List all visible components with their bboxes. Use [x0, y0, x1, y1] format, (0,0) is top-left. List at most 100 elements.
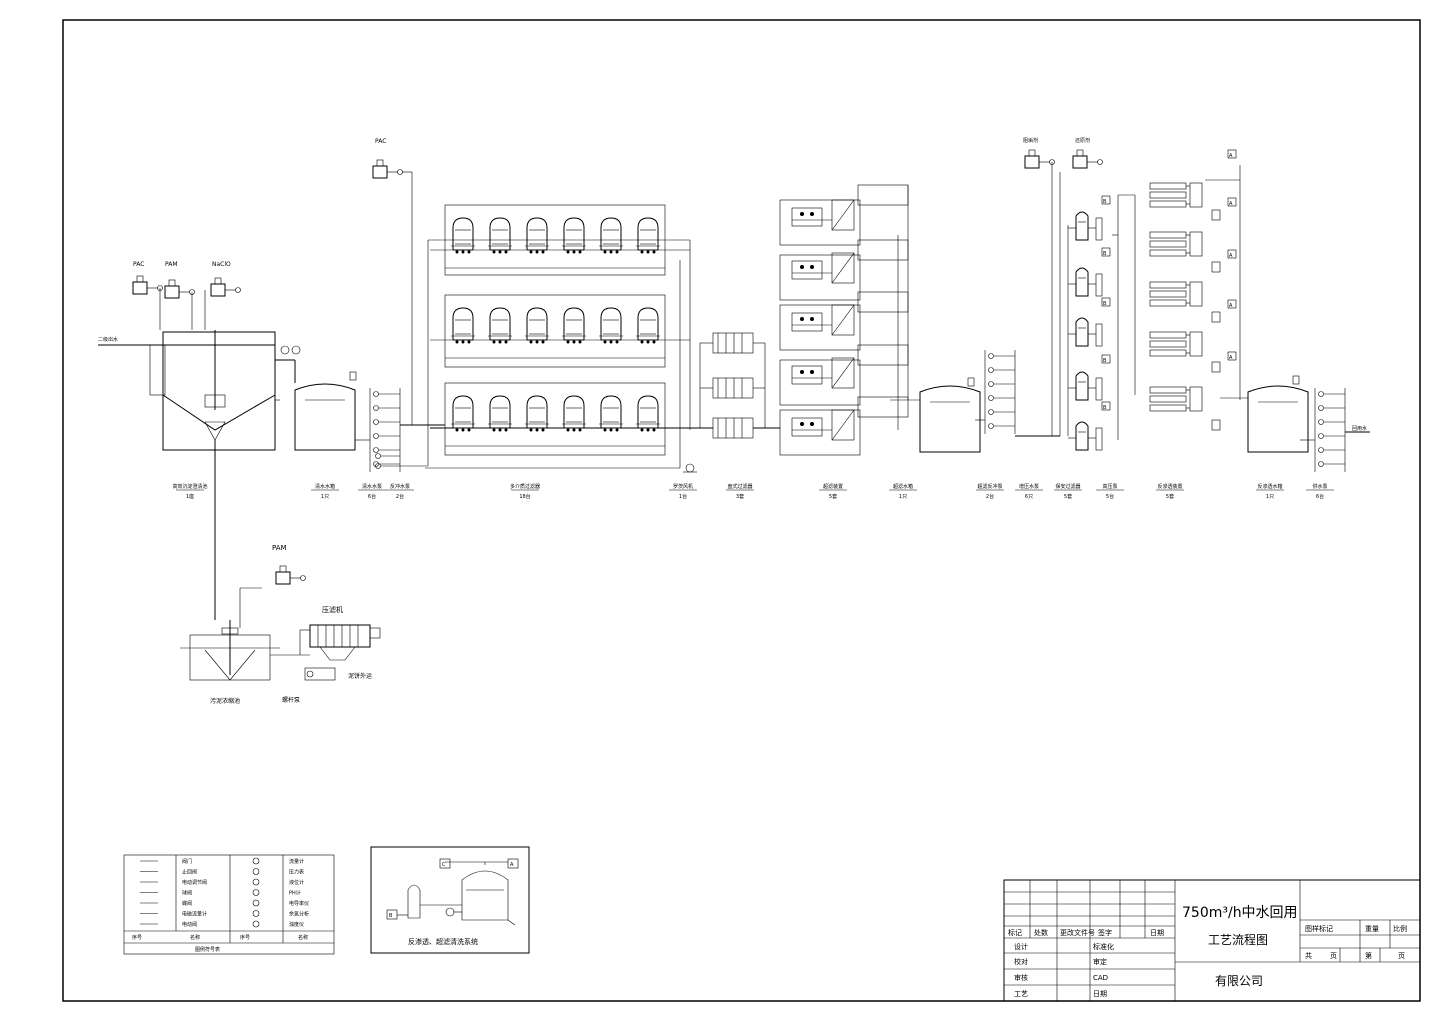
equipment-qty: 1座 [186, 493, 194, 500]
legend-symbol [252, 920, 260, 928]
roots-blower [683, 463, 697, 473]
equipment-qty: 1只 [321, 494, 329, 500]
antiscalant-label: 阻垢剂 [1023, 137, 1038, 144]
equipment-name: 保安过滤器 [1055, 483, 1080, 490]
tb-review: 审核 [1014, 973, 1028, 982]
marker-b-3: B [1103, 301, 1107, 307]
equipment-qty: 5套 [1064, 493, 1072, 500]
legend-caption: 图例符号表 [195, 946, 220, 953]
marker-a-1: A [1229, 153, 1233, 159]
marker-a-4: A [1229, 303, 1233, 309]
screw-pump [304, 667, 336, 681]
ultrafiltration-units [779, 184, 920, 456]
pac-top-label: PAC [375, 138, 386, 145]
legend-item-name: 压力表 [289, 869, 304, 876]
antiscalant-doser [1024, 149, 1055, 436]
equipment-name: 清水水泵 [362, 483, 382, 490]
reducer-label: 还原剂 [1075, 137, 1090, 144]
equipment-name: 增压水泵 [1019, 483, 1039, 490]
legend-table [123, 854, 335, 955]
high-efficiency-clarifier [140, 330, 301, 620]
equipment-qty: 1只 [1266, 494, 1274, 500]
cip-caption: 反渗透、超滤清洗系统 [408, 937, 478, 946]
legend-item-name: 电动调节阀 [182, 879, 207, 886]
legend-item-name: 球阀 [182, 890, 192, 897]
uf-backwash-pumps [975, 349, 1060, 437]
supply-pumps [1300, 387, 1370, 473]
cip-marker-b: B [389, 913, 393, 919]
tb-scale: 比例 [1393, 924, 1407, 933]
rev-head-3: 更改文件号 [1060, 928, 1095, 937]
marker-b-4: B [1103, 358, 1107, 364]
legend-item-name: 电导率仪 [289, 900, 309, 907]
legend-symbol [252, 857, 260, 865]
naclo-label: NaClO [212, 261, 231, 268]
legend-item-name: 液位计 [289, 879, 304, 886]
pam-sludge-label: PAM [272, 544, 287, 552]
equipment-qty: 1只 [899, 494, 907, 500]
equipment-name: 反冲水泵 [390, 483, 410, 490]
legend-item-name: 浊度仪 [289, 921, 304, 928]
tb-date: 日期 [1093, 990, 1107, 998]
equipment-qty: 2台 [986, 493, 994, 500]
equipment-name: 清水水箱 [315, 483, 335, 490]
tb-check: 校对 [1014, 957, 1028, 966]
tb-sheets-unit: 页 [1330, 952, 1337, 960]
reverse-osmosis-units [1118, 149, 1248, 431]
pac-doser-top [372, 159, 413, 425]
marker-b-5: B [1103, 405, 1107, 411]
high-pressure-pumps [1101, 195, 1119, 440]
cip-system [370, 846, 530, 954]
naclo-doser [204, 277, 241, 330]
disc-filters [690, 332, 780, 439]
marker-b-1: B [1103, 199, 1107, 205]
rev-head-1: 标记 [1008, 928, 1022, 937]
uf-water-tank [919, 377, 981, 453]
pac-doser [132, 275, 163, 330]
marker-a-3: A [1229, 253, 1233, 259]
equipment-qty: 5台 [1106, 493, 1114, 500]
equipment-qty: 1台 [679, 493, 687, 500]
legend-item-name: 余氯分析 [289, 911, 309, 918]
equipment-name: 盘式过滤器 [727, 483, 752, 490]
tb-standard: 标准化 [1093, 942, 1114, 951]
sludge-thickener [180, 620, 280, 681]
pam-doser [164, 279, 195, 330]
equipment-name: 高效沉淀澄清池 [172, 483, 207, 490]
legend-item-name: 蝶阀 [182, 900, 192, 907]
tb-weight: 重量 [1365, 925, 1379, 933]
equipment-name: 罗茨风机 [673, 483, 693, 490]
tb-approve: 审定 [1093, 957, 1107, 966]
tb-sheet-unit2: 页 [1398, 952, 1405, 960]
equipment-qty: 6只 [1025, 494, 1033, 500]
title-block [1003, 879, 1421, 1002]
cip-marker-a: A [510, 862, 514, 868]
legend-symbol [252, 889, 260, 896]
equipment-qty: 5套 [1166, 493, 1174, 500]
sludge-thickener-label: 污泥浓缩池 [210, 697, 240, 705]
tb-designer: 设计 [1014, 942, 1028, 951]
legend-symbol [252, 910, 260, 917]
legend-head-no-2: 序号 [240, 934, 250, 941]
outer-frame [62, 19, 1421, 1002]
equipment-qty: 6台 [368, 493, 376, 500]
filter-press [270, 624, 381, 661]
legend-head-no: 序号 [132, 934, 142, 941]
marker-a-5: A [1229, 355, 1233, 361]
equipment-qty: 5套 [829, 493, 837, 500]
company-name: 有限公司 [1215, 974, 1263, 988]
drawing-title-2: 工艺流程图 [1208, 932, 1268, 947]
screw-pump-label: 螺杆泵 [282, 696, 300, 704]
tb-process: 工艺 [1014, 990, 1028, 998]
legend-item-name: 止回阀 [182, 869, 197, 876]
equipment-name: 超滤装置 [823, 483, 843, 490]
ro-water-tank [1247, 375, 1309, 453]
cip-marker-c: C [442, 862, 446, 868]
backwash-pumps [375, 239, 690, 469]
pac-label: PAC [133, 261, 144, 268]
tb-cad: CAD [1093, 974, 1108, 982]
legend-head-name: 名称 [190, 934, 200, 941]
clear-water-pumps [355, 387, 445, 473]
multimedia-filters [425, 204, 691, 469]
